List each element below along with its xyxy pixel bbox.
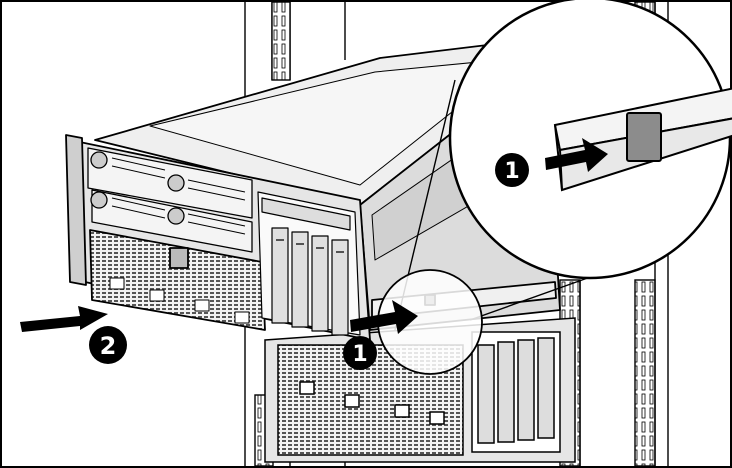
release-push-arrow (350, 300, 418, 334)
front-grille (89, 229, 266, 331)
media-bays (87, 147, 253, 253)
step-1-label: 1 (352, 342, 367, 367)
lower-drive-bays (471, 331, 561, 453)
magnifier-callout (377, 0, 732, 375)
slide-in-arrow (20, 306, 108, 332)
step-1-callout: 1 (343, 336, 377, 370)
push-arrows (20, 138, 608, 334)
hot-plug-drive-bays (257, 191, 361, 336)
zoomed-rail (553, 87, 732, 192)
step-1-zoom-label: 1 (504, 159, 519, 184)
step-2-label: 2 (100, 332, 117, 360)
left-rack-ear (65, 134, 87, 286)
zoomed-release-tab[interactable] (626, 112, 662, 162)
server-chassis (65, 37, 561, 341)
step-2-callout: 2 (89, 326, 127, 364)
step-callouts: 1 1 2 (89, 153, 529, 370)
front-latch (169, 247, 189, 269)
zoom-push-arrow (545, 138, 608, 172)
step-1-zoom-callout: 1 (495, 153, 529, 187)
